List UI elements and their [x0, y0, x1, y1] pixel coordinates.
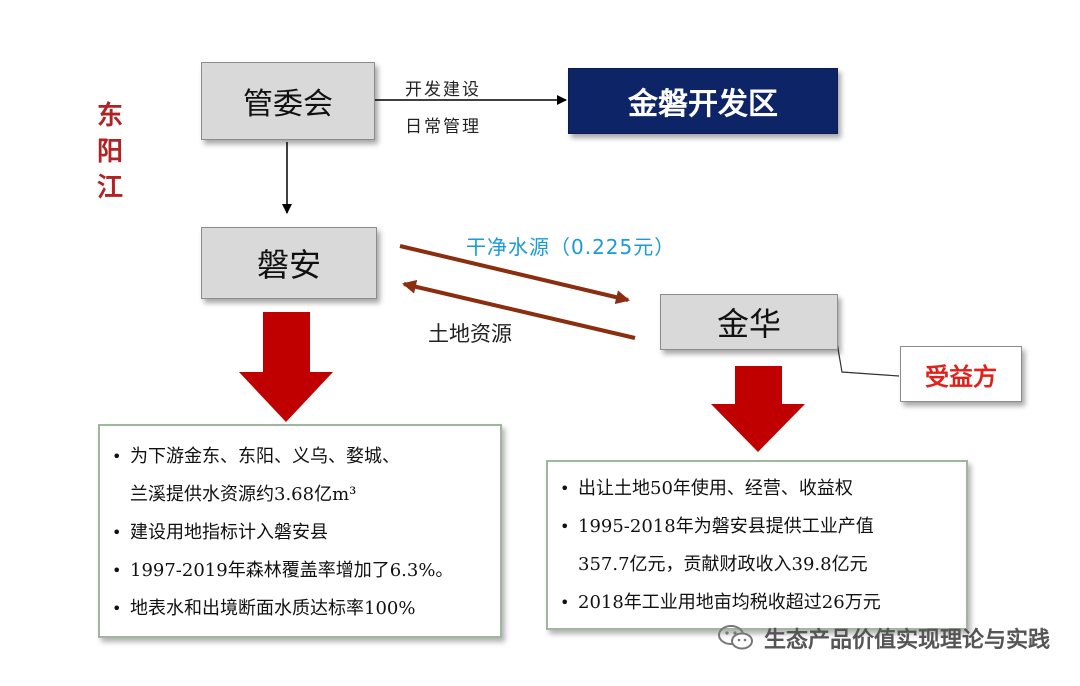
water-flow-arrow — [399, 244, 630, 305]
panan-info-list: 为下游金东、东阳、义乌、婺城、 兰溪提供水资源约3.68亿m³ 建设用地指标计入… — [100, 438, 500, 628]
list-item-text: 1997-2019年森林覆盖率增加了6.3%。 — [130, 560, 454, 581]
watermark: 生态产品价值实现理论与实践 — [716, 622, 1050, 654]
panan-node: 磐安 — [201, 227, 377, 299]
dev-zone-node: 金磐开发区 — [568, 68, 838, 134]
beneficiary-label: 受益方 — [925, 361, 997, 391]
list-item-text: 出让土地50年使用、经营、收益权 — [578, 478, 853, 499]
list-item-text: 1995-2018年为磐安县提供工业产值 — [578, 516, 874, 537]
land-resources-label: 土地资源 — [428, 322, 512, 346]
jinhua-info-box: 出让土地50年使用、经营、收益权 1995-2018年为磐安县提供工业产值 35… — [546, 460, 968, 630]
list-item: 建设用地指标计入磐安县 — [100, 514, 500, 552]
river-char: 阳 — [96, 137, 123, 167]
watermark-text: 生态产品价值实现理论与实践 — [763, 628, 1050, 653]
jinhua-down-arrow — [711, 366, 805, 452]
list-item-text: 兰溪提供水资源约3.68亿m³ — [130, 484, 357, 505]
river-char: 东 — [96, 101, 123, 131]
list-item: 1995-2018年为磐安县提供工业产值 357.7亿元，贡献财政收入39.8亿… — [548, 508, 966, 584]
land-flow-arrow — [402, 279, 636, 340]
list-item-text: 2018年工业用地亩均税收超过26万元 — [578, 592, 881, 613]
river-char: 江 — [96, 173, 123, 203]
clean-water-label: 干净水源（0.225元） — [466, 235, 676, 259]
list-item: 2018年工业用地亩均税收超过26万元 — [548, 584, 966, 622]
list-item: 出让土地50年使用、经营、收益权 — [548, 470, 966, 508]
river-label: 东 阳 江 — [90, 98, 130, 206]
list-item-text: 地表水和出境断面水质达标率100% — [130, 598, 416, 619]
jinhua-node: 金华 — [660, 294, 838, 350]
panan-info-box: 为下游金东、东阳、义乌、婺城、 兰溪提供水资源约3.68亿m³ 建设用地指标计入… — [98, 424, 502, 638]
committee-label: 管委会 — [243, 87, 333, 122]
dev-zone-label: 金磐开发区 — [628, 87, 778, 122]
list-item-text: 为下游金东、东阳、义乌、婺城、 — [130, 446, 400, 467]
list-item: 1997-2019年森林覆盖率增加了6.3%。 — [100, 552, 500, 590]
jinhua-info-list: 出让土地50年使用、经营、收益权 1995-2018年为磐安县提供工业产值 35… — [548, 470, 966, 622]
list-item: 地表水和出境断面水质达标率100% — [100, 590, 500, 628]
wechat-logo-icon — [717, 625, 753, 650]
list-item: 为下游金东、东阳、义乌、婺城、 兰溪提供水资源约3.68亿m³ — [100, 438, 500, 514]
beneficiary-node: 受益方 — [900, 346, 1022, 402]
list-item-text: 建设用地指标计入磐安县 — [130, 522, 328, 543]
dev-build-label: 开发建设 — [405, 80, 481, 100]
jinhua-label: 金华 — [716, 305, 781, 343]
beneficiary-connector — [835, 336, 900, 377]
daily-mgmt-label: 日常管理 — [405, 117, 481, 137]
committee-node: 管委会 — [201, 62, 375, 140]
list-item-text: 357.7亿元，贡献财政收入39.8亿元 — [578, 554, 868, 575]
panan-label: 磐安 — [256, 246, 321, 284]
panan-down-arrow — [239, 312, 333, 422]
